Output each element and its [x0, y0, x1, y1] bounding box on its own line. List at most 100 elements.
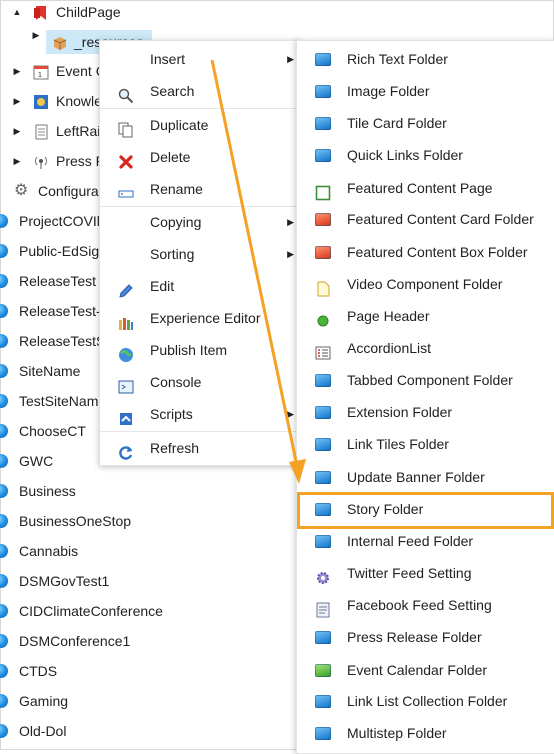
- menu-item-insert[interactable]: Insert ▶: [100, 43, 300, 75]
- tree-item-label: ChooseCT: [19, 423, 86, 439]
- tree-item-childpage[interactable]: ▲ ChildPage: [0, 0, 121, 24]
- green-folder-icon: [315, 662, 331, 678]
- insert-item[interactable]: Multistep Folder: [297, 717, 554, 749]
- menu-item-refresh[interactable]: Refresh: [100, 432, 300, 464]
- tree-item-label: Public-EdSigh: [19, 243, 107, 259]
- tree-item-site[interactable]: ProjectCOVIl: [0, 209, 100, 233]
- menu-separator: [100, 431, 300, 432]
- menu-item-duplicate[interactable]: Duplicate: [100, 109, 300, 141]
- insert-item[interactable]: Link List Collection Folder: [297, 685, 554, 717]
- folder-icon: [315, 725, 331, 741]
- tree-item-press[interactable]: ▶ Press F: [0, 149, 104, 173]
- insert-item[interactable]: Twitter Feed Setting: [297, 557, 554, 589]
- globe-icon: [0, 334, 8, 348]
- globe-icon: [0, 394, 8, 408]
- insert-item-story-folder[interactable]: Story Folder: [297, 493, 554, 525]
- insert-item-label: Rich Text Folder: [347, 51, 448, 67]
- insert-item[interactable]: Featured Content Box Folder: [297, 236, 554, 268]
- tree-item-site[interactable]: Gaming: [0, 689, 280, 713]
- menu-item-sorting[interactable]: Sorting ▶: [100, 238, 300, 270]
- edit-icon: [118, 278, 134, 298]
- tree-item-site[interactable]: ReleaseTestS: [0, 329, 105, 353]
- tree-item-event[interactable]: ▶ 1 Event C: [0, 59, 106, 83]
- insert-item[interactable]: Page Header: [297, 300, 554, 332]
- insert-item[interactable]: Facebook Feed Setting: [297, 589, 554, 621]
- globe-icon: [0, 274, 8, 288]
- expand-arrow-icon[interactable]: ▶: [13, 96, 21, 106]
- insert-item[interactable]: Update Banner Folder: [297, 461, 554, 493]
- menu-item-copying[interactable]: Copying ▶: [100, 206, 300, 238]
- folder-icon: [315, 115, 331, 131]
- page-icon: [315, 180, 331, 201]
- tree-item-site[interactable]: ChooseCT: [0, 419, 100, 443]
- insert-item[interactable]: Featured Content Card Folder: [297, 203, 554, 235]
- tree-item-site[interactable]: TestSiteNam: [0, 389, 100, 413]
- folder-icon: [315, 83, 331, 99]
- tree-item-site[interactable]: CIDClimateConference: [0, 599, 280, 623]
- insert-item[interactable]: AccordionList: [297, 332, 554, 364]
- menu-item-label: Scripts: [150, 406, 193, 422]
- tree-item-site[interactable]: DSMGovTest1: [0, 569, 280, 593]
- insert-item-label: Page Header: [347, 308, 430, 324]
- tree-item-site[interactable]: ReleaseTest: [0, 269, 100, 293]
- insert-item[interactable]: Internal Feed Folder: [297, 525, 554, 557]
- gear-icon: [315, 565, 331, 584]
- insert-item[interactable]: Link Tiles Folder: [297, 428, 554, 460]
- globe-icon: [0, 514, 8, 528]
- insert-item-label: AccordionList: [347, 340, 432, 356]
- expand-arrow-icon[interactable]: ▶: [32, 30, 40, 40]
- menu-item-rename[interactable]: Rename: [100, 173, 300, 205]
- menu-item-experience-editor[interactable]: Experience Editor: [100, 302, 300, 334]
- insert-item-label: Link List Collection Folder: [347, 693, 508, 709]
- insert-item-label: Image Folder: [347, 83, 430, 99]
- insert-item-label: Twitter Feed Setting: [347, 565, 472, 581]
- tree-item-site[interactable]: BusinessOneStop: [0, 509, 280, 533]
- expand-arrow-icon[interactable]: ▶: [13, 126, 21, 136]
- publish-icon: [118, 342, 134, 362]
- submenu-arrow-icon: ▶: [287, 217, 294, 227]
- menu-item-scripts[interactable]: Scripts ▶: [100, 398, 300, 430]
- expand-arrow-icon[interactable]: ▶: [13, 66, 21, 76]
- calendar-icon: 1: [33, 63, 49, 80]
- tree-item-configuration[interactable]: ⚙ Configura: [0, 179, 100, 203]
- tree-item-label: ReleaseTest: [19, 273, 97, 289]
- menu-item-search[interactable]: Search: [100, 75, 300, 107]
- tree-item-site[interactable]: Cannabis: [0, 539, 280, 563]
- menu-item-delete[interactable]: Delete: [100, 141, 300, 173]
- broadcast-icon: [33, 153, 49, 169]
- insert-item[interactable]: Rich Text Folder: [297, 43, 554, 75]
- tree-item-site[interactable]: GWC: [0, 449, 100, 473]
- menu-item-publish[interactable]: Publish Item: [100, 334, 300, 366]
- tree-item-site[interactable]: DSMConference1: [0, 629, 280, 653]
- insert-item[interactable]: Press Release Folder: [297, 621, 554, 653]
- insert-item[interactable]: Quick Links Folder: [297, 139, 554, 171]
- tree-item-site[interactable]: ReleaseTest-: [0, 299, 101, 323]
- insert-item[interactable]: Extension Folder: [297, 396, 554, 428]
- tree-item-label: Gaming: [19, 693, 69, 709]
- tree-item-label: Cannabis: [19, 543, 79, 559]
- tree-item-leftrail[interactable]: ▶ LeftRai: [0, 119, 100, 143]
- folder-icon: [315, 372, 331, 388]
- menu-item-label: Publish Item: [150, 342, 228, 358]
- tree-item-site[interactable]: Business: [0, 479, 280, 503]
- insert-item[interactable]: Featured Content Page: [297, 172, 554, 204]
- globe-icon: [0, 364, 8, 378]
- insert-item[interactable]: Image Folder: [297, 75, 554, 107]
- menu-item-edit[interactable]: Edit: [100, 270, 300, 302]
- insert-item[interactable]: Tabbed Component Folder: [297, 364, 554, 396]
- insert-item[interactable]: Tile Card Folder: [297, 107, 554, 139]
- menu-item-label: Search: [150, 83, 195, 99]
- menu-item-console[interactable]: Console: [100, 366, 300, 398]
- menu-item-label: Delete: [150, 149, 191, 165]
- tree-item-site[interactable]: Old-Dol: [0, 719, 280, 743]
- insert-item[interactable]: Event Calendar Folder: [297, 654, 554, 686]
- collapse-arrow-icon[interactable]: ▲: [12, 7, 22, 17]
- story-folder-highlight: [297, 492, 554, 529]
- insert-item[interactable]: Video Component Folder: [297, 268, 554, 300]
- tree-item-site[interactable]: SiteName: [0, 359, 100, 383]
- tree-item-site[interactable]: Public-EdSigh: [0, 239, 107, 263]
- tree-item-knowledge[interactable]: ▶ Knowle: [0, 89, 102, 113]
- expand-arrow-icon[interactable]: ▶: [13, 156, 21, 166]
- tree-item-site[interactable]: CTDS: [0, 659, 280, 683]
